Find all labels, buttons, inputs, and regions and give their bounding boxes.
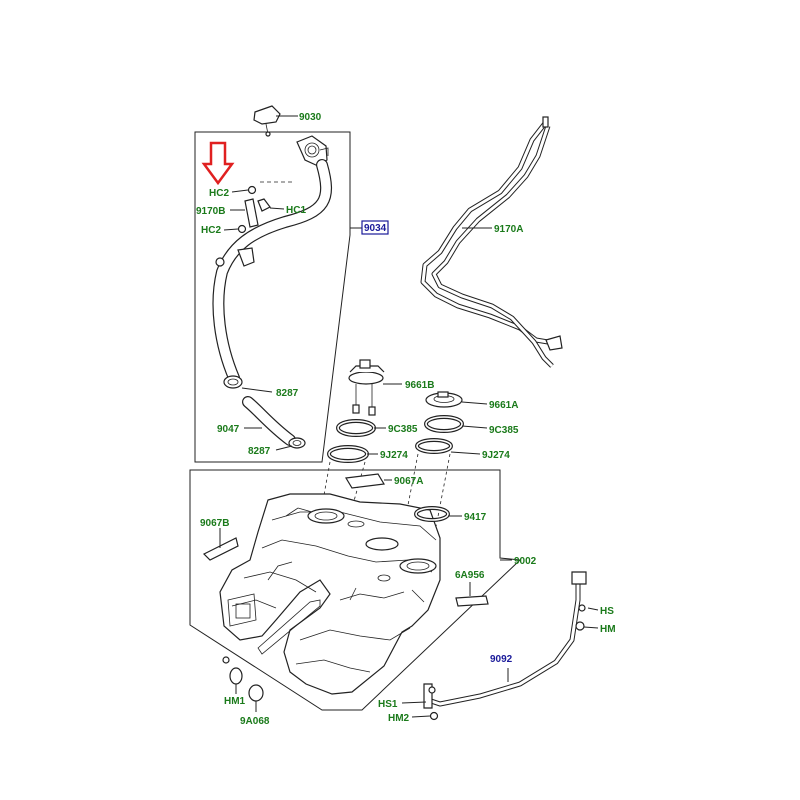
- fuel-tank-group: [189, 469, 522, 711]
- label-9002: 9002: [514, 556, 537, 567]
- label-9170b: 9170B: [196, 206, 225, 217]
- hose-bracket: [237, 247, 255, 267]
- label-9047: 9047: [217, 424, 240, 435]
- label-9c385-right: 9C385: [489, 425, 519, 436]
- label-9030: 9030: [299, 112, 322, 123]
- hose-clip: [215, 257, 225, 267]
- clamp-8287-bottom-drawing: [288, 437, 306, 449]
- pad-6a956: [455, 595, 489, 607]
- seal-9j274-left: [327, 445, 369, 463]
- fastener-hm2: [429, 711, 439, 721]
- filler-neck-group: [194, 105, 362, 463]
- label-9170a: 9170A: [494, 224, 523, 235]
- label-hs1: HS1: [378, 699, 398, 710]
- label-9661a: 9661A: [489, 400, 518, 411]
- hc1-clip: [257, 198, 271, 212]
- fastener-hs-right: [578, 604, 586, 612]
- fuel-sender-9661b-drawing: [348, 359, 385, 416]
- lock-ring-9c385-right: [424, 415, 464, 433]
- filler-neck-head-drawing: [296, 135, 329, 167]
- label-hc2-bottom: HC2: [201, 225, 221, 236]
- tank-strap-9092-drawing: [423, 571, 587, 709]
- vent-hose-9170b-drawing: [237, 185, 271, 234]
- seal-9417: [414, 506, 450, 522]
- label-9a068: 9A068: [240, 716, 270, 727]
- label-9j274-right: 9J274: [482, 450, 510, 461]
- label-9067a: 9067A: [394, 476, 423, 487]
- pad-9067a: [345, 473, 385, 489]
- label-9092: 9092: [490, 654, 513, 665]
- fastener-hs1: [428, 686, 436, 694]
- label-9j274-left: 9J274: [380, 450, 408, 461]
- label-9067b: 9067B: [200, 518, 229, 529]
- label-hm-right: HM: [600, 624, 616, 635]
- down-arrow-outline-icon: [201, 141, 235, 186]
- label-hs-right: HS: [600, 606, 614, 617]
- lock-ring-9c385-left: [336, 419, 376, 437]
- label-6a956: 6A956: [455, 570, 485, 581]
- label-9c385-left: 9C385: [388, 424, 418, 435]
- hc2-clip-bottom: [237, 224, 247, 234]
- fastener-9a068: [248, 684, 264, 702]
- label-9417: 9417: [464, 512, 487, 523]
- label-9034: 9034: [364, 223, 387, 234]
- front-strap: [257, 599, 321, 655]
- part-9030-drawing: [253, 105, 281, 137]
- label-9034-box: [361, 220, 389, 235]
- fuel-sender-9661a-drawing: [425, 391, 463, 408]
- filler-hose-9034: [212, 159, 332, 384]
- label-hc2-top: HC2: [209, 188, 229, 199]
- fuel-tank-9002-drawing: [219, 493, 441, 695]
- fasteners: [222, 604, 586, 721]
- label-hm2: HM2: [388, 713, 410, 724]
- label-8287-top: 8287: [276, 388, 299, 399]
- clamp-8287-top-drawing: [223, 375, 243, 389]
- vapor-pipe-9170a-drawing: [420, 116, 563, 368]
- filler-neck-group-outline: [194, 131, 351, 463]
- fastener-hm1-bolt: [222, 656, 230, 664]
- fastener-hm1: [229, 667, 243, 685]
- strip-9067b: [202, 537, 239, 561]
- fuel-tank-group-outline: [189, 469, 522, 711]
- callout-labels: 9030 HC2 9170B HC1 HC2 9034 9170A 8287 9…: [196, 112, 616, 727]
- label-hc1: HC1: [286, 205, 306, 216]
- hc2-clip-top: [247, 185, 257, 195]
- fastener-hm-right: [575, 621, 585, 631]
- label-9661b: 9661B: [405, 380, 434, 391]
- label-hm1: HM1: [224, 696, 246, 707]
- seal-9j274-right: [415, 438, 453, 454]
- label-8287-bottom: 8287: [248, 446, 271, 457]
